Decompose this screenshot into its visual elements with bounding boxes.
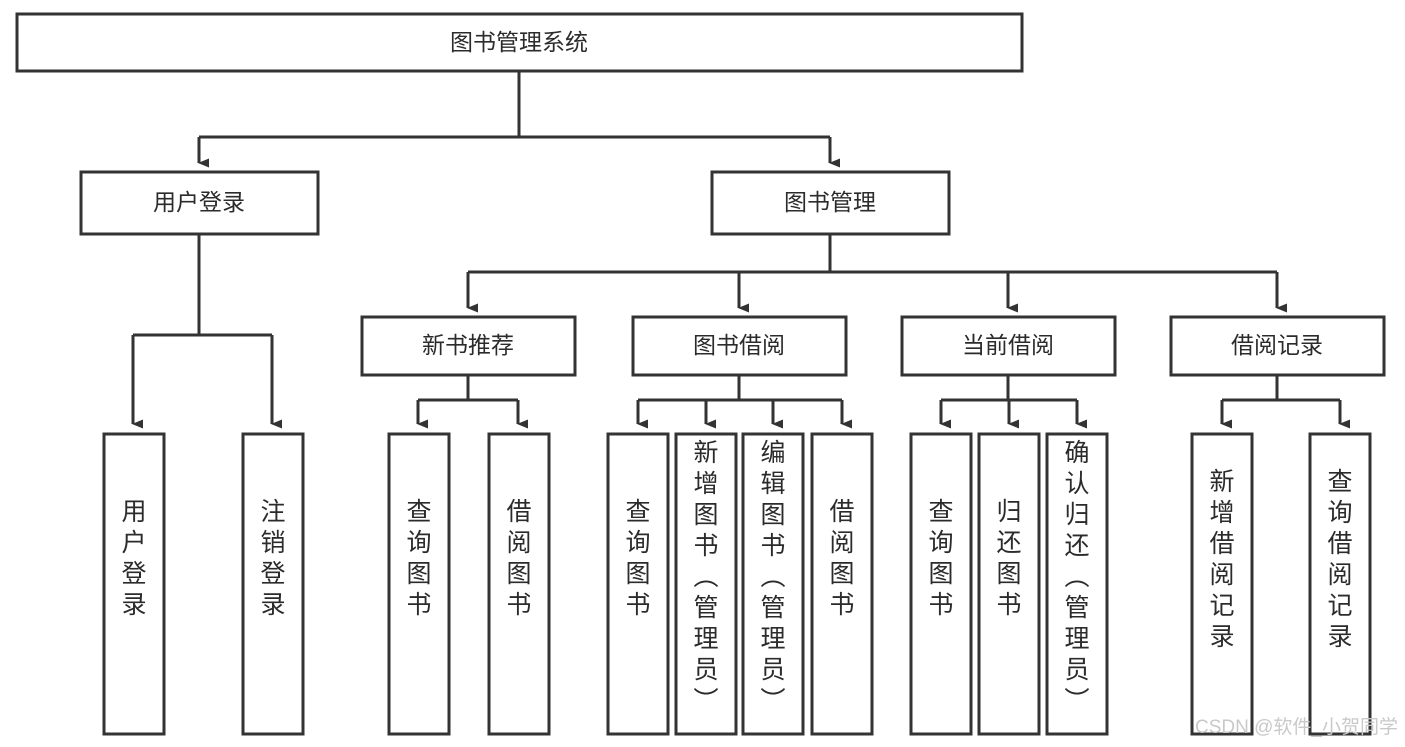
node-current-borrow-box[interactable] [900,315,1117,377]
leaf-add-book-box[interactable] [674,432,738,736]
leaf-logout-login-label: 注销登录 [260,498,285,619]
node-book-borrow[interactable]: 图书借阅 [631,315,848,377]
node-book-management-box[interactable] [710,170,951,236]
leaf-query-record-label: 查询借阅记录 [1327,468,1352,651]
leaf-return-book-label: 归还图书 [996,498,1021,619]
edge-group [131,71,1350,429]
node-book-management[interactable]: 图书管理 [710,170,951,236]
leaf-query-book-2[interactable]: 查询图书 [606,432,670,736]
leaf-borrow-book-1-box[interactable] [487,432,551,736]
node-current-borrow[interactable]: 当前借阅 [900,315,1117,377]
leaf-confirm-return-box[interactable] [1045,432,1109,736]
node-borrow-record[interactable]: 借阅记录 [1169,315,1386,377]
leaf-logout-login-box[interactable] [241,432,305,736]
node-book-borrow-box[interactable] [631,315,848,377]
node-borrow-record-box[interactable] [1169,315,1386,377]
leaf-query-record[interactable]: 查询借阅记录 [1308,432,1372,736]
node-borrow-record-label: 借阅记录 [1231,332,1323,358]
leaf-query-book-2-box[interactable] [606,432,670,736]
node-new-book-recommend-box[interactable] [360,315,577,377]
leaf-confirm-return-label: 确认归还︵管理员︶ [1064,439,1089,715]
leaf-return-book-box[interactable] [977,432,1041,736]
node-root-label: 图书管理系统 [450,29,588,55]
node-new-book-recommend[interactable]: 新书推荐 [360,315,577,377]
leaf-add-record[interactable]: 新增借阅记录 [1190,432,1254,736]
node-user-login-box[interactable] [79,170,320,236]
leaf-add-record-label: 新增借阅记录 [1209,468,1234,651]
leaf-confirm-return[interactable]: 确认归还︵管理员︶ [1045,432,1109,736]
node-book-management-label: 图书管理 [784,189,876,215]
leaf-query-book-2-label: 查询图书 [625,498,650,619]
leaf-query-book-3[interactable]: 查询图书 [909,432,973,736]
leaf-add-book-label: 新增图书︵管理员︶ [693,439,718,715]
leaf-borrow-book-2-label: 借阅图书 [829,498,854,619]
node-user-login-label: 用户登录 [153,189,245,215]
leaf-query-book-1-box[interactable] [387,432,451,736]
leaf-query-book-1-label: 查询图书 [406,498,431,619]
leaf-edit-book-label: 编辑图书︵管理员︶ [760,439,785,715]
leaf-return-book[interactable]: 归还图书 [977,432,1041,736]
leaf-user-login-label: 用户登录 [121,498,146,619]
leaf-edit-book[interactable]: 编辑图书︵管理员︶ [741,432,805,736]
node-new-book-recommend-label: 新书推荐 [422,332,514,358]
leaf-logout-login[interactable]: 注销登录 [241,432,305,736]
leaf-add-record-box[interactable] [1190,432,1254,736]
leaf-query-book-1[interactable]: 查询图书 [387,432,451,736]
leaf-add-book[interactable]: 新增图书︵管理员︶ [674,432,738,736]
node-book-borrow-label: 图书借阅 [693,332,785,358]
node-root[interactable]: 图书管理系统 [15,12,1024,73]
node-user-login[interactable]: 用户登录 [79,170,320,236]
leaf-user-login[interactable]: 用户登录 [102,432,166,736]
node-root-box[interactable] [15,12,1024,73]
csdn-watermark: CSDN @软件_小贺同学 [1195,716,1398,738]
leaf-borrow-book-1[interactable]: 借阅图书 [487,432,551,736]
leaf-borrow-book-2-box[interactable] [810,432,874,736]
leaf-query-record-box[interactable] [1308,432,1372,736]
leaf-query-book-3-label: 查询图书 [928,498,953,619]
leaf-edit-book-box[interactable] [741,432,805,736]
node-current-borrow-label: 当前借阅 [962,332,1054,358]
leaf-borrow-book-1-label: 借阅图书 [506,498,531,619]
leaf-user-login-box[interactable] [102,432,166,736]
leaf-query-book-3-box[interactable] [909,432,973,736]
leaf-borrow-book-2[interactable]: 借阅图书 [810,432,874,736]
